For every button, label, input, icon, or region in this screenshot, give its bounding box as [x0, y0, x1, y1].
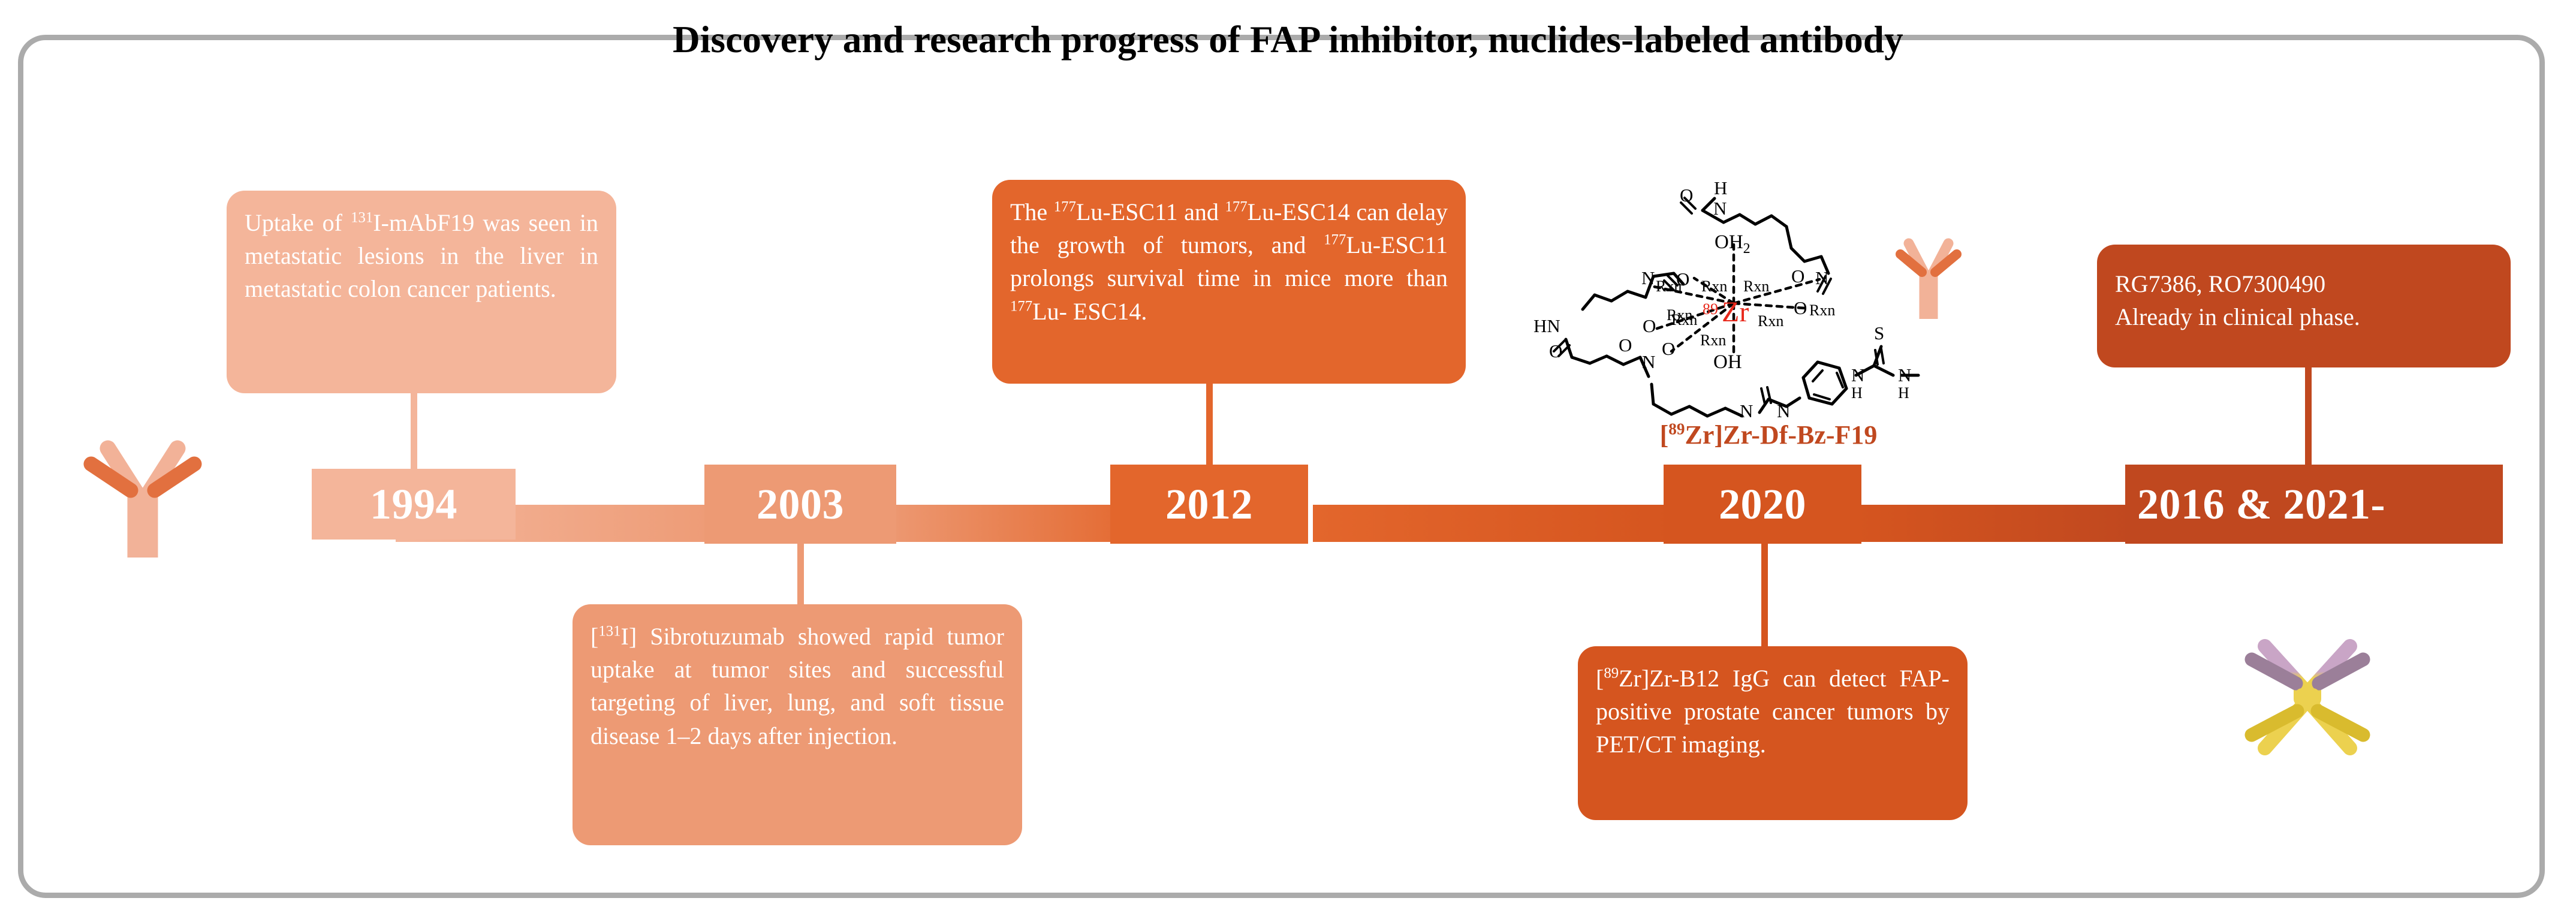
timeline-year-label: 2020	[1719, 480, 1806, 528]
coordination-label-rxn: Rxn	[1700, 332, 1726, 349]
chemical-compound-label: [89Zr]Zr-Df-Bz-F19	[1659, 420, 1878, 450]
bispecific-antibody-icon	[2244, 639, 2370, 755]
atom-label-H-thiourea2: H	[1777, 421, 1788, 423]
timeline-year-2016-2021[interactable]: 2016 & 2021-	[2125, 465, 2503, 544]
coordination-label-rxn: Rxn	[1758, 312, 1783, 330]
milestone-card-text: [89Zr]Zr-B12 IgG can detect FAP-positive…	[1596, 665, 1950, 758]
atom-label-H-thiourea4: H	[1898, 384, 1909, 402]
metal-mass-number-label: 89	[1703, 300, 1718, 318]
atom-label-O-low-left: O	[1619, 335, 1632, 355]
atom-label-N-thiourea2: N	[1777, 400, 1790, 421]
coordination-label-rxn: Rxn	[1671, 311, 1697, 329]
timeline-spine-2012-2020	[1313, 505, 1673, 542]
atom-label-OH2: OH2	[1715, 231, 1751, 257]
chemical-structure-diagram: H O N OH2 HN O N O O O N O N O O OH S N …	[1533, 177, 1920, 423]
timeline-year-2012[interactable]: 2012	[1110, 465, 1308, 544]
atom-label-H-thiourea3: H	[1851, 384, 1863, 402]
atom-label-N-thiourea4: N	[1898, 364, 1911, 385]
atom-label-OH: OH	[1713, 351, 1742, 373]
metal-center-label: Zr	[1722, 296, 1749, 328]
connector-stem-1994	[411, 393, 417, 471]
coordination-label-rxn: Rxn	[1667, 306, 1692, 324]
atom-label-N-thiourea1: N	[1740, 400, 1753, 421]
atom-label-N-right: N	[1815, 267, 1828, 288]
antibody-icon	[83, 440, 202, 558]
atom-label-O-lower-left: O	[1662, 338, 1675, 359]
atom-label-H-thiourea1: H	[1740, 421, 1751, 423]
figure-border	[18, 35, 2545, 898]
timeline-year-label: 2016 & 2021-	[2137, 480, 2385, 528]
milestone-card-1994[interactable]: Uptake of 131I-mAbF19 was seen in metast…	[227, 191, 616, 393]
connector-stem-2020	[1761, 540, 1768, 647]
milestone-card-text: Uptake of 131I-mAbF19 was seen in metast…	[245, 209, 599, 303]
milestone-card-text: [131I] Sibrotuzumab showed rapid tumor u…	[590, 623, 1004, 749]
coordination-label-rxn: Rxn	[1701, 278, 1727, 295]
timeline-spine-2003-2012	[881, 505, 1151, 542]
atom-label-O-right-lower: O	[1794, 297, 1807, 318]
timeline-year-2003[interactable]: 2003	[704, 465, 896, 544]
milestone-card-2012[interactable]: The 177Lu-ESC11 and 177Lu-ESC14 can dela…	[992, 180, 1466, 384]
timeline-year-label: 2003	[757, 480, 844, 528]
timeline-year-label: 2012	[1165, 480, 1253, 528]
milestone-card-text: The 177Lu-ESC11 and 177Lu-ESC14 can dela…	[1010, 198, 1448, 325]
coordination-label-rxn: Rxn	[1743, 278, 1769, 295]
timeline-year-1994[interactable]: 1994	[312, 469, 516, 540]
atom-label-H: H	[1714, 177, 1727, 198]
atom-label-O: O	[1680, 185, 1693, 206]
connector-stem-2012	[1206, 382, 1213, 468]
timeline-spine-2020-2016	[1858, 505, 2134, 542]
milestone-card-2003[interactable]: [131I] Sibrotuzumab showed rapid tumor u…	[573, 604, 1022, 845]
figure-title: Discovery and research progress of FAP i…	[673, 19, 1903, 61]
milestone-card-2020[interactable]: [89Zr]Zr-B12 IgG can detect FAP-positive…	[1578, 646, 1968, 820]
atom-label-N-lower-left: N	[1642, 351, 1655, 372]
connector-stem-2016-2021	[2305, 367, 2312, 470]
coordination-label-rxn: Rxn	[1809, 302, 1835, 319]
connector-stem-2003	[797, 540, 804, 604]
timeline-year-2020[interactable]: 2020	[1664, 465, 1861, 544]
coordination-label-rxn: Rxn	[1656, 278, 1682, 295]
atom-label-O-upper-left: O	[1676, 269, 1689, 290]
atom-label-O-mid-left: O	[1643, 315, 1656, 336]
atom-label-O-right: O	[1791, 266, 1804, 287]
atom-label-N-upper-left: N	[1641, 267, 1655, 288]
atom-label-O-left: O	[1549, 341, 1562, 361]
atom-label-HN: HN	[1533, 315, 1560, 336]
atom-label-N: N	[1713, 198, 1727, 219]
timeline-year-label: 1994	[370, 480, 457, 528]
antibody-icon	[1896, 238, 1962, 319]
atom-label-S-left: S	[1874, 323, 1884, 344]
atom-label-N-thiourea3: N	[1851, 364, 1864, 385]
